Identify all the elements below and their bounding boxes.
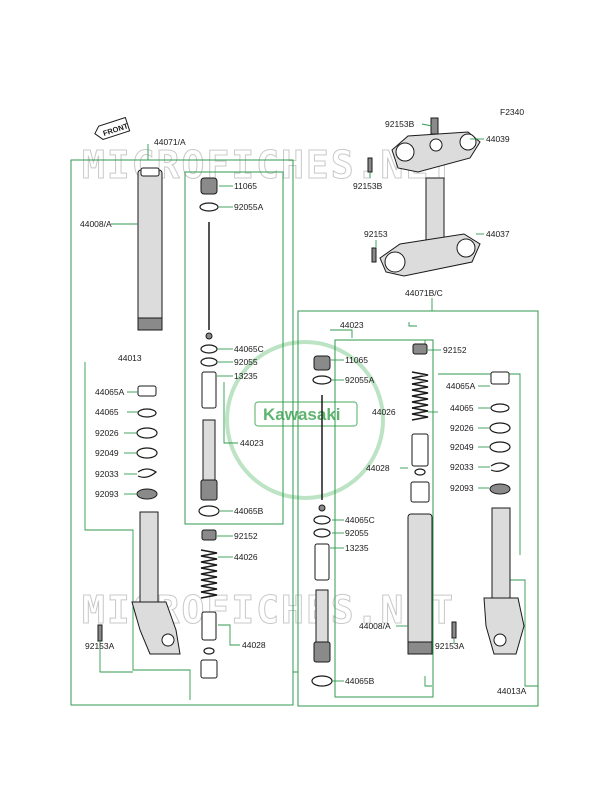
leader-lines xyxy=(99,123,490,687)
left-outer-tube-44013 xyxy=(97,511,181,655)
label-44008A-left: 44008/A xyxy=(80,219,112,229)
label-44023-left: 44023 xyxy=(240,438,264,448)
figure-code: F2340 xyxy=(500,107,524,117)
label-44065A-left: 44065A xyxy=(95,387,125,397)
label-92049-left: 92049 xyxy=(95,448,119,458)
part-labels: 44071/A 44008/A 44013 44065A 44065 92026… xyxy=(80,119,527,696)
upper-triple-clamp xyxy=(391,117,481,173)
label-92033-left: 92033 xyxy=(95,469,119,479)
left-fork-tube-44008A xyxy=(137,167,163,331)
label-11065-right: 11065 xyxy=(345,355,368,365)
label-92055A-right: 92055A xyxy=(345,375,375,385)
label-44028-left: 44028 xyxy=(242,640,266,650)
label-44028-right: 44028 xyxy=(366,463,390,473)
right-outer-tube-44013A xyxy=(451,507,525,655)
right-fork-tube-44008A xyxy=(407,513,433,655)
label-92153A-left: 92153A xyxy=(85,641,115,651)
label-44039: 44039 xyxy=(486,134,510,144)
label-92049-right: 92049 xyxy=(450,442,474,452)
left-cartridge-parts xyxy=(198,177,220,517)
label-13235-right: 13235 xyxy=(345,543,369,553)
label-92153B-top: 92153B xyxy=(385,119,415,129)
label-92055A-left: 92055A xyxy=(234,202,264,212)
right-inner-cartridge-frame xyxy=(334,339,434,698)
label-44065B-left: 44065B xyxy=(234,506,264,516)
label-92153B-mid: 92153B xyxy=(353,181,383,191)
label-92055-right: 92055 xyxy=(345,528,369,538)
right-cartridge-parts xyxy=(311,355,333,687)
label-92153A-right: 92153A xyxy=(435,641,465,651)
front-sign: FRONT xyxy=(94,116,131,141)
left-assembly-frame xyxy=(70,144,298,706)
right-spring-stack xyxy=(410,343,430,503)
label-92152-left: 92152 xyxy=(234,531,258,541)
label-44026-right: 44026 xyxy=(372,407,396,417)
label-44065C-right: 44065C xyxy=(345,515,375,525)
label-92093-right: 92093 xyxy=(450,483,474,493)
logo-text: Kawasaki xyxy=(263,405,341,424)
label-44065-right: 44065 xyxy=(450,403,474,413)
label-11065-left: 11065 xyxy=(234,181,257,191)
lower-triple-clamp-steering-stem xyxy=(371,177,481,277)
label-92153-steering: 92153 xyxy=(364,229,388,239)
bolt-92153B-mid xyxy=(367,157,373,173)
label-44013-left: 44013 xyxy=(118,353,142,363)
label-44008A-right: 44008/A xyxy=(359,621,391,631)
right-assembly-frame xyxy=(297,310,539,707)
label-44071BC: 44071B/C xyxy=(405,288,443,298)
left-inner-cartridge-frame xyxy=(184,171,284,525)
label-44023-right: 44023 xyxy=(340,320,364,330)
left-44013-bracket xyxy=(84,362,191,700)
label-44037: 44037 xyxy=(486,229,510,239)
label-44026-left: 44026 xyxy=(234,552,258,562)
label-92093-left: 92093 xyxy=(95,489,119,499)
label-44071A: 44071/A xyxy=(154,137,186,147)
label-44065C-left: 44065C xyxy=(234,344,264,354)
left-spring-stack xyxy=(200,529,218,679)
label-13235-left: 13235 xyxy=(234,371,258,381)
label-44013A: 44013A xyxy=(497,686,527,696)
label-44065B-right: 44065B xyxy=(345,676,375,686)
label-44065-left: 44065 xyxy=(95,407,119,417)
label-92033-right: 92033 xyxy=(450,462,474,472)
left-bush-seal-stack xyxy=(136,385,158,500)
label-44065A-right: 44065A xyxy=(446,381,476,391)
right-bush-seal-stack xyxy=(489,371,511,495)
label-92026-right: 92026 xyxy=(450,423,474,433)
label-92026-left: 92026 xyxy=(95,428,119,438)
label-92152-right: 92152 xyxy=(443,345,467,355)
kawasaki-logo: Kawasaki xyxy=(225,340,385,500)
label-92055-left: 92055 xyxy=(234,357,258,367)
